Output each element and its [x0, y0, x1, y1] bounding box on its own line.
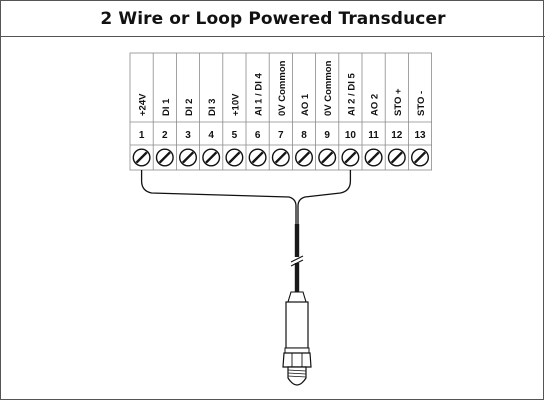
terminal-label-10: AI 2 / DI 5: [346, 73, 357, 116]
screw-terminal-icon: [387, 148, 406, 167]
terminal-number-2: 2: [162, 130, 168, 141]
screw-terminal-icon: [295, 148, 314, 167]
terminal-label-3: DI 2: [184, 99, 195, 116]
terminal-label-2: DI 1: [161, 98, 172, 116]
terminal-label-5: +10V: [230, 93, 241, 116]
terminal-label-11: AO 2: [370, 94, 381, 116]
screw-terminal-icon: [132, 148, 151, 167]
terminal-number-10: 10: [345, 130, 357, 141]
diagram-title: 2 Wire or Loop Powered Transducer: [100, 8, 446, 29]
screw-terminal-icon: [225, 148, 244, 167]
screw-terminal-icon: [178, 148, 197, 167]
terminal-label-8: AO 1: [300, 93, 311, 116]
terminal-number-1: 1: [139, 130, 145, 141]
terminal-label-13: STO -: [416, 91, 427, 116]
screw-terminal-icon: [271, 148, 290, 167]
screw-terminal-icon: [341, 148, 360, 167]
wire-signal: [297, 170, 352, 226]
terminal-number-12: 12: [391, 130, 403, 141]
terminal-label-9: 0V Common: [323, 60, 334, 116]
screw-terminal-icon: [411, 148, 430, 167]
pressure-transducer-icon: [282, 291, 312, 386]
screw-terminal-icon: [202, 148, 221, 167]
terminal-number-8: 8: [301, 130, 307, 141]
terminal-number-5: 5: [232, 130, 238, 141]
terminal-label-12: STO +: [393, 88, 404, 116]
screw-terminal-icon: [248, 148, 267, 167]
wire-positive: [140, 170, 297, 226]
terminal-number-3: 3: [185, 130, 191, 141]
screw-terminal-icon: [318, 148, 337, 167]
title-bar: 2 Wire or Loop Powered Transducer: [1, 1, 545, 37]
terminal-label-6: AI 1 / DI 4: [254, 73, 265, 116]
terminal-label-1: +24V: [138, 93, 149, 116]
wiring: [140, 170, 352, 293]
terminal-block: +24V 1 DI 1 2 DI 2 3 DI 3 4 +10V 5 AI 1 / DI 4 6 0V …: [129, 52, 433, 171]
terminal-number-9: 9: [324, 130, 330, 141]
terminal-number-4: 4: [208, 130, 214, 141]
terminal-number-13: 13: [414, 130, 426, 141]
screw-terminal-icon: [364, 148, 383, 167]
terminal-number-7: 7: [278, 130, 284, 141]
screw-terminal-icon: [155, 148, 174, 167]
terminal-number-6: 6: [255, 130, 261, 141]
terminal-label-4: DI 3: [207, 99, 218, 116]
terminal-number-11: 11: [368, 130, 379, 141]
terminal-label-7: 0V Common: [277, 60, 288, 116]
